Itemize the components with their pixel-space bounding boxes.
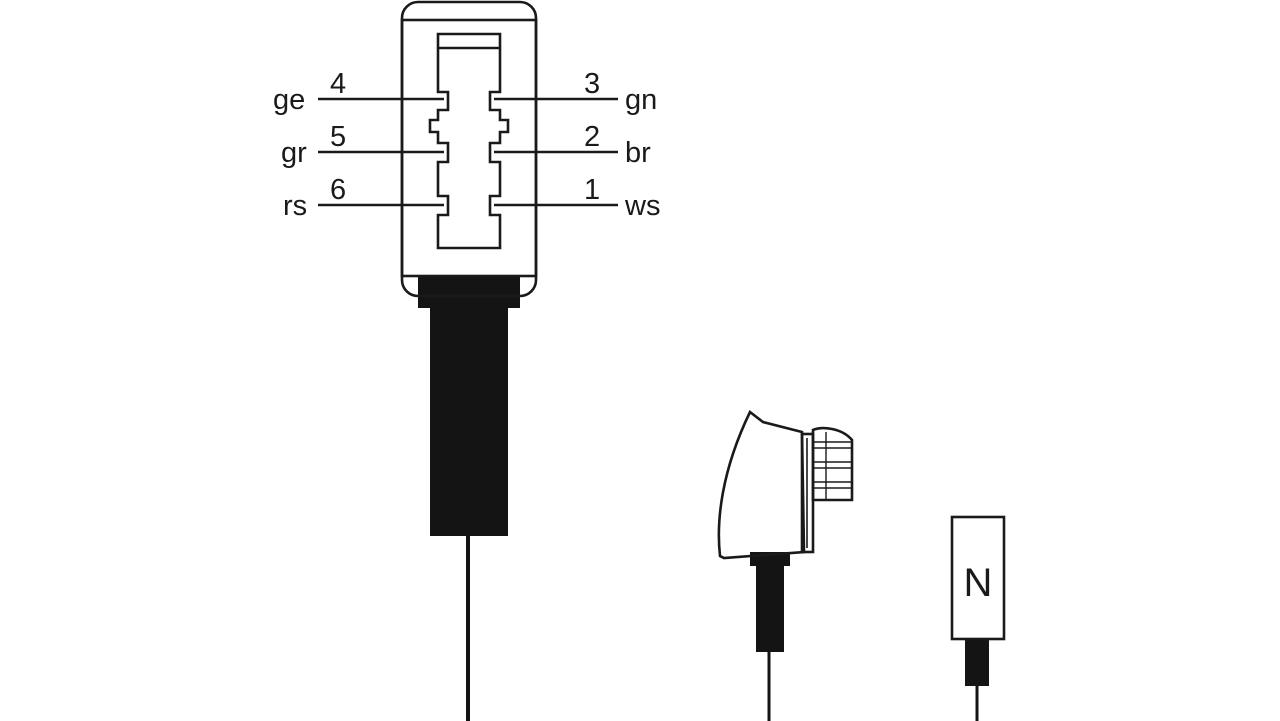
n-plug-body (950, 515, 1006, 641)
n-plug-letter: N (964, 561, 993, 605)
pin-number-right-0: 3 (584, 68, 600, 100)
plug-side-sleeve (756, 560, 784, 652)
socket-cavity (428, 32, 510, 250)
n-plug-sleeve (965, 638, 989, 686)
socket-housing (400, 0, 538, 298)
pin-color-left-1: gr (281, 137, 307, 169)
pin-color-right-2: ws (624, 190, 660, 222)
pin-number-right-2: 1 (584, 174, 600, 206)
pin-number-left-2: 6 (330, 174, 346, 206)
n-coded-plug: N (950, 515, 1006, 721)
pin-color-left-0: ge (273, 84, 305, 116)
pin-number-right-1: 2 (584, 121, 600, 153)
tae-plug-side (717, 409, 854, 721)
tae-socket: ge 4 gr 5 rs 6 3 gn 2 br 1 ws (273, 0, 660, 721)
plug-side-contacts (811, 426, 854, 502)
pin-color-right-1: br (625, 137, 651, 169)
pin-color-left-2: rs (283, 190, 307, 222)
socket-collar (418, 276, 520, 308)
socket-inner-frame (400, 18, 538, 278)
pin-number-left-0: 4 (330, 68, 346, 100)
pin-number-left-1: 5 (330, 121, 346, 153)
plug-side-body (717, 409, 806, 560)
pin-color-right-0: gn (625, 84, 657, 116)
socket-sleeve (430, 300, 508, 536)
